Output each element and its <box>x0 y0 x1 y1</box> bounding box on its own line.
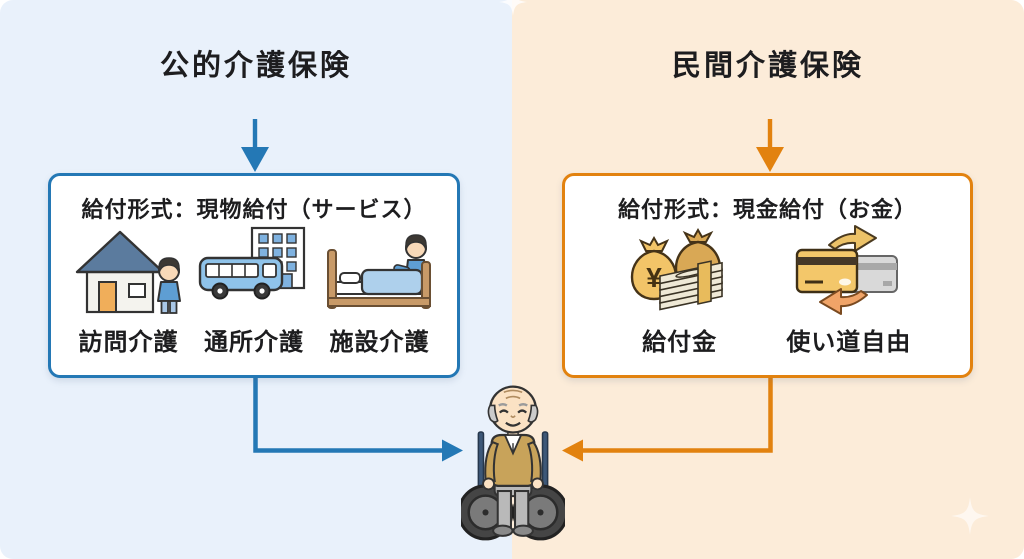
money-bags-icon: ¥ <box>630 227 723 311</box>
day-service-icon-wrap <box>198 224 310 316</box>
facility-care-label: 施設介護 <box>329 329 430 356</box>
facility-care-item: 施設介護 <box>324 224 436 357</box>
yen-symbol: ¥ <box>646 262 662 293</box>
yellow-card <box>795 248 859 294</box>
private-benefit-box-title: 給付形式：現金給付（お金） <box>617 197 917 222</box>
day-service-label: 通所介護 <box>204 329 304 356</box>
benefit-money-icon-wrap: ¥ <box>624 224 736 316</box>
free-use-label: 使い道自由 <box>786 329 912 356</box>
public-benefit-box: 給付形式：現物給付（サービス） <box>48 173 460 378</box>
benefit-money-item: ¥ 給付金 <box>624 224 736 357</box>
private-insurance-title: 民間介護保険 <box>671 50 864 82</box>
free-use-item: 使い道自由 <box>786 224 911 357</box>
caregiver-figure <box>156 257 181 314</box>
home-visit-care-label: 訪問介護 <box>78 329 179 356</box>
blue-down-arrow-icon <box>241 119 269 172</box>
cards-exchange-icon <box>795 225 898 315</box>
home-visit-care-icon <box>75 230 181 314</box>
public-benefit-box-title: 給付形式：現物給付（サービス） <box>81 197 427 222</box>
home-visit-care-icon-wrap <box>73 224 185 316</box>
gray-card <box>845 255 898 293</box>
benefit-money-label: 給付金 <box>642 329 718 356</box>
private-benefit-box: 給付形式：現金給付（お金） ¥ <box>562 173 973 378</box>
private-benefit-items: ¥ 給付金 <box>565 224 970 375</box>
banknote-stack <box>658 260 723 311</box>
facility-care-icon-wrap <box>324 224 436 316</box>
day-service-item: 通所介護 <box>198 224 310 357</box>
orange-down-arrow-icon <box>756 119 784 172</box>
arrow-left-icon <box>818 288 868 315</box>
elderly-man-wheelchair-figure <box>461 385 565 541</box>
public-insurance-title: 公的介護保険 <box>159 50 352 82</box>
facility-care-bed-icon <box>326 234 431 309</box>
day-service-bus-icon <box>198 226 306 300</box>
home-visit-care-item: 訪問介護 <box>73 224 185 357</box>
arrow-right-icon <box>827 225 877 252</box>
public-benefit-items: 訪問介護 <box>51 224 457 375</box>
free-use-icon-wrap <box>793 224 905 316</box>
